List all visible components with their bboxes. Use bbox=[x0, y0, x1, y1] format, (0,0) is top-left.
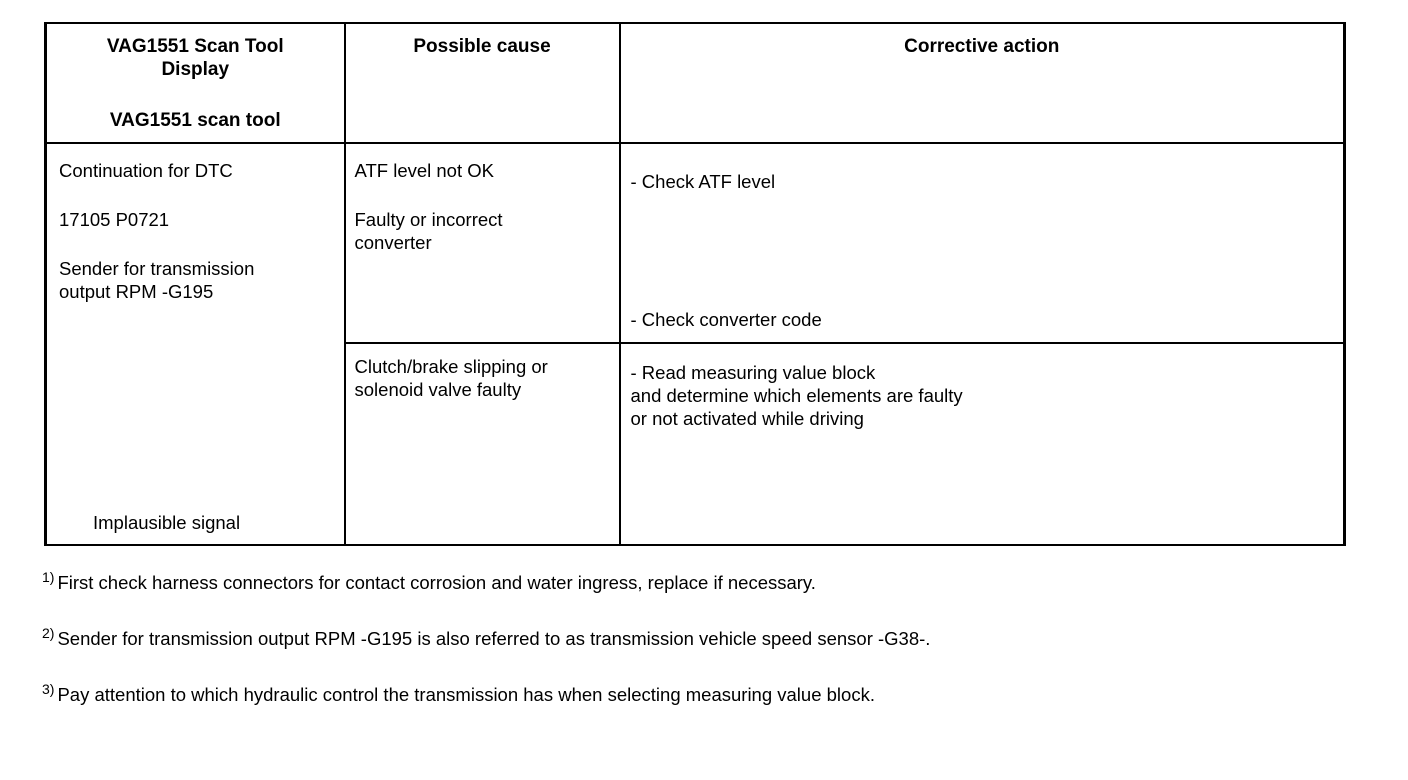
cause-2-line-2: solenoid valve faulty bbox=[354, 379, 522, 400]
display-dtc-code: 17105 P0721 bbox=[59, 209, 170, 230]
footnote-2-marker: 2) bbox=[42, 625, 55, 642]
cause-1-line-2a: Faulty or incorrect bbox=[354, 209, 503, 230]
header-corrective-action-label: Corrective action bbox=[904, 36, 1060, 57]
cell-corrective-action-2: - Read measuring value block and determi… bbox=[618, 342, 1346, 546]
header-display-title: VAG1551 Scan Tool Display bbox=[47, 24, 344, 81]
dtc-fault-table: VAG1551 Scan Tool Display VAG1551 scan t… bbox=[44, 22, 1346, 546]
header-cell-possible-cause: Possible cause bbox=[343, 22, 621, 144]
display-sender-line1: Sender for transmission bbox=[59, 258, 255, 279]
footnote-3: 3)Pay attention to which hydraulic contr… bbox=[42, 678, 1372, 706]
cell-scan-tool-display: Continuation for DTC 17105 P0721 Sender … bbox=[44, 142, 346, 546]
cell-possible-cause-2: Clutch/brake slipping or solenoid valve … bbox=[343, 342, 621, 546]
header-possible-cause-label: Possible cause bbox=[413, 36, 551, 57]
cell-corrective-action-1: - Check ATF level - Check converter code bbox=[618, 142, 1346, 344]
cell-possible-cause-1: ATF level not OK Faulty or incorrect con… bbox=[343, 142, 621, 344]
action-2-line-3: or not activated while driving bbox=[630, 408, 864, 429]
footnote-2-text: Sender for transmission output RPM -G195… bbox=[57, 628, 931, 650]
footnotes-section: 1)First check harness connectors for con… bbox=[42, 566, 1372, 734]
footnote-3-marker: 3) bbox=[42, 681, 55, 698]
display-continuation-label: Continuation for DTC bbox=[59, 160, 233, 181]
display-sender-line2: output RPM -G195 bbox=[59, 281, 214, 302]
header-display-title-line2: Display bbox=[161, 59, 230, 80]
header-cell-corrective-action: Corrective action bbox=[618, 22, 1346, 144]
footnote-3-text: Pay attention to which hydraulic control… bbox=[57, 684, 875, 706]
table-row: Continuation for DTC 17105 P0721 Sender … bbox=[44, 142, 1346, 546]
header-display-subtitle: VAG1551 scan tool bbox=[109, 110, 281, 131]
display-implausible-signal: Implausible signal bbox=[93, 512, 241, 533]
action-1-line-1: - Check ATF level bbox=[630, 171, 776, 192]
header-display-title-line1: VAG1551 Scan Tool bbox=[106, 36, 284, 57]
header-cell-display: VAG1551 Scan Tool Display VAG1551 scan t… bbox=[44, 22, 346, 144]
footnote-2: 2)Sender for transmission output RPM -G1… bbox=[42, 622, 1372, 650]
action-2-line-1: - Read measuring value block bbox=[630, 362, 876, 383]
table-header-row: VAG1551 Scan Tool Display VAG1551 scan t… bbox=[44, 22, 1346, 144]
action-2-line-2: and determine which elements are faulty bbox=[630, 385, 963, 406]
footnote-1-text: First check harness connectors for conta… bbox=[57, 572, 816, 594]
footnote-1: 1)First check harness connectors for con… bbox=[42, 566, 1372, 594]
action-1-line-2: - Check converter code bbox=[630, 309, 822, 330]
cause-2-line-1: Clutch/brake slipping or bbox=[354, 356, 548, 377]
cause-1-line-2b: converter bbox=[354, 232, 432, 253]
table-row: Clutch/brake slipping or solenoid valve … bbox=[46, 342, 1346, 546]
cause-1-line-1: ATF level not OK bbox=[354, 160, 494, 181]
footnote-1-marker: 1) bbox=[42, 569, 55, 585]
